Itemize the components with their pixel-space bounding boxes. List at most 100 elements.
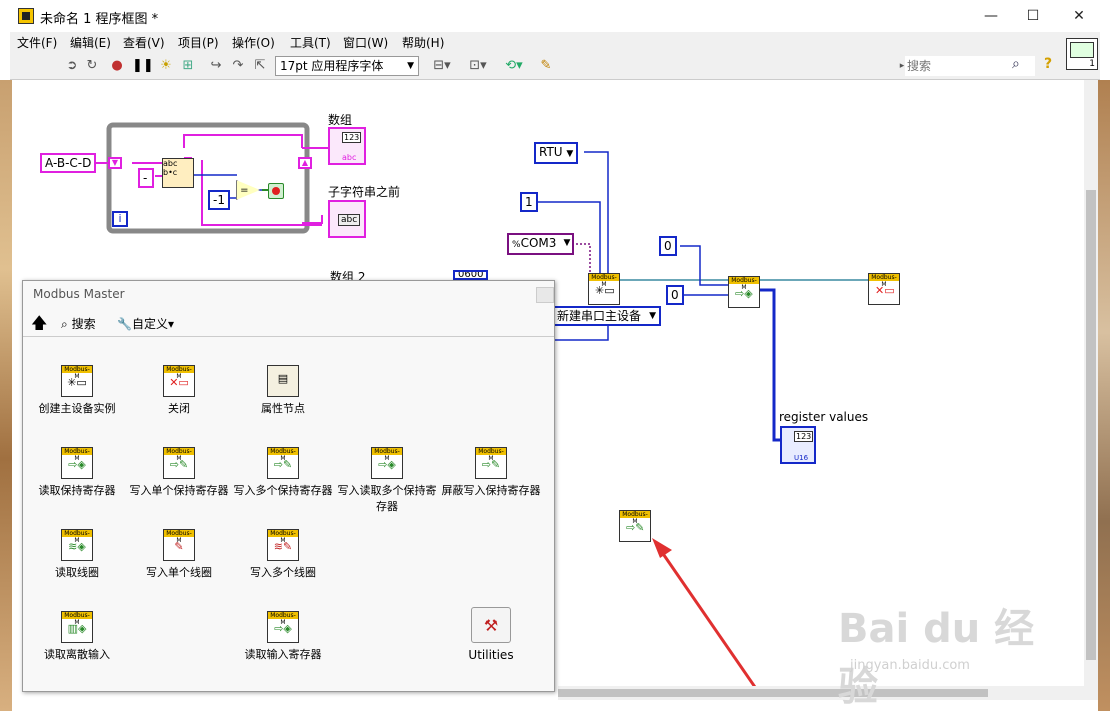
close-node[interactable]: Modbus-M ✕▭ — [868, 273, 900, 305]
palette-item-create-master[interactable]: Modbus-M✳▭ 创建主设备实例 — [25, 365, 129, 417]
palette-item-read-input-registers[interactable]: Modbus-M⇨◈ 读取输入寄存器 — [231, 611, 335, 663]
read-input-registers-icon: Modbus-M⇨◈ — [267, 611, 299, 643]
maximize-button[interactable]: ☐ — [1026, 8, 1040, 24]
stop-condition-icon[interactable] — [268, 183, 284, 199]
substring-indicator-value: abc — [338, 214, 361, 226]
menu-operate[interactable]: 操作(O) — [232, 36, 275, 50]
read-holding-registers-node[interactable]: Modbus-M ⇨◈ — [728, 276, 760, 308]
horizontal-scroll-thumb[interactable] — [558, 689, 988, 697]
icon-header: Modbus-M — [372, 448, 402, 462]
menu-project[interactable]: 项目(P) — [178, 36, 219, 50]
minimize-button[interactable]: — — [984, 8, 998, 24]
palette-item-utilities[interactable]: ⚒ Utilities — [439, 607, 543, 663]
shift-register-right-icon[interactable]: ▲ — [298, 157, 312, 169]
vi-connector-icon[interactable]: 1 — [1066, 38, 1098, 70]
node-header: Modbus-M — [729, 277, 759, 291]
menu-help[interactable]: 帮助(H) — [402, 36, 445, 50]
expand-arrow-icon[interactable]: ▸ — [899, 61, 905, 71]
run-continuous-icon[interactable]: ↻ — [86, 58, 98, 73]
align-objects-icon[interactable]: ⊟▾ — [433, 58, 451, 73]
vertical-scrollbar[interactable] — [1084, 80, 1098, 686]
palette-item-write-multiple-coils[interactable]: Modbus-M≋✎ 写入多个线圈 — [231, 529, 335, 581]
close-icon: Modbus-M✕▭ — [163, 365, 195, 397]
palette-item-write-multiple-holding[interactable]: Modbus-M⇨✎ 写入多个保持寄存器 — [231, 447, 335, 499]
desktop-background-right — [1098, 80, 1110, 711]
step-out-icon[interactable]: ⇱ — [254, 58, 266, 73]
palette-item-write-single-coil[interactable]: Modbus-M✎ 写入单个线圈 — [127, 529, 231, 581]
array-indicator-num: 123 — [342, 132, 362, 143]
palette-item-label: 关闭 — [168, 402, 190, 415]
retain-wire-values-icon[interactable]: ⊞ — [182, 58, 194, 73]
palette-item-read-discrete-inputs[interactable]: Modbus-M▥◈ 读取离散输入 — [25, 611, 129, 663]
highlight-execution-icon[interactable]: ☀ — [160, 58, 172, 73]
palette-item-write-read-multiple[interactable]: Modbus-M⇨◈ 写入读取多个保持寄存器 — [335, 447, 439, 515]
palette-item-label: 读取保持寄存器 — [38, 484, 116, 497]
search-icon[interactable]: ⌕ — [1012, 56, 1020, 72]
abort-icon[interactable]: ● — [111, 58, 123, 73]
palette-search-button[interactable]: ⌕ 搜索 — [61, 315, 96, 332]
mode-ring-value: RTU — [539, 145, 563, 159]
menu-file[interactable]: 文件(F) — [17, 36, 58, 50]
neg-one-constant[interactable]: -1 — [208, 190, 230, 210]
palette-close-button[interactable] — [536, 287, 554, 303]
palette-item-mask-write[interactable]: Modbus-M⇨✎ 屏蔽写入保持寄存器 — [439, 447, 543, 499]
reorder-icon[interactable]: ⟲▾ — [505, 58, 523, 73]
count-constant[interactable]: 0 — [666, 285, 684, 305]
close-button[interactable]: ✕ — [1073, 8, 1085, 24]
palette-item-close[interactable]: Modbus-M✕▭ 关闭 — [127, 365, 231, 417]
string-constant[interactable]: A-B-C-D — [40, 153, 97, 173]
pencil-icon: ≋✎ — [273, 540, 293, 553]
annotation-arrow — [655, 544, 757, 686]
chevron-down-icon: ▼ — [566, 149, 574, 159]
discrete-glyph-icon: ▥◈ — [67, 622, 87, 635]
icon-header: Modbus-M — [268, 612, 298, 626]
vertical-scroll-thumb[interactable] — [1086, 190, 1096, 660]
palette-item-label: 写入单个保持寄存器 — [129, 484, 229, 497]
register-values-indicator[interactable]: 123 U16 — [780, 426, 816, 464]
search-input[interactable] — [905, 56, 1035, 76]
mode-ring-constant[interactable]: RTU ▼ — [534, 142, 579, 164]
wrench-icon: 🔧 — [117, 317, 132, 331]
cleanup-diagram-icon[interactable]: ✎ — [540, 58, 552, 73]
palette-customize-button[interactable]: 🔧自定义▾ — [117, 315, 174, 332]
palette-item-label: 写入读取多个保持寄存器 — [337, 484, 437, 513]
create-glyph-icon: ✳▭ — [67, 376, 87, 389]
palette-item-read-coils[interactable]: Modbus-M≋◈ 读取线圈 — [25, 529, 129, 581]
run-arrow-icon[interactable]: ➲ — [66, 58, 78, 73]
menu-view[interactable]: 查看(V) — [123, 36, 165, 50]
palette-item-property-node[interactable]: ▤ 属性节点 — [231, 365, 335, 417]
help-icon[interactable]: ? — [1044, 56, 1053, 72]
start-address-constant[interactable]: 0 — [659, 236, 677, 256]
palette-item-write-single-holding[interactable]: Modbus-M⇨✎ 写入单个保持寄存器 — [127, 447, 231, 499]
menu-edit[interactable]: 编辑(E) — [70, 36, 111, 50]
substring-indicator[interactable]: abc — [328, 200, 366, 238]
pause-icon[interactable]: ❚❚ — [132, 58, 154, 73]
slave-id-constant[interactable]: 1 — [520, 192, 538, 212]
slave-id-wire — [536, 201, 601, 275]
palette-divider — [23, 336, 554, 337]
menu-window[interactable]: 窗口(W) — [343, 36, 389, 50]
step-over-icon[interactable]: ↷ — [232, 58, 244, 73]
menu-tools[interactable]: 工具(T) — [290, 36, 331, 50]
create-master-node[interactable]: Modbus-M ✳▭ — [588, 273, 620, 305]
delimiter-constant[interactable]: - — [138, 168, 154, 188]
array-indicator[interactable]: 123 abc — [328, 127, 366, 165]
write-single-holding-icon: Modbus-M⇨✎ — [163, 447, 195, 479]
distribute-objects-icon[interactable]: ⊡▾ — [469, 58, 487, 73]
placed-write-register-node[interactable]: Modbus-M ⇨✎ — [619, 510, 651, 542]
horizontal-scrollbar[interactable] — [558, 686, 1098, 700]
visa-resource-constant[interactable]: %COM3 ▼ — [507, 233, 575, 255]
up-arrow-icon[interactable]: 🡅 — [31, 313, 48, 332]
tools-glyph-icon: ⚒ — [483, 616, 499, 635]
serial-type-ring[interactable]: 新建串口主设备 ▼ — [552, 306, 662, 326]
step-into-icon[interactable]: ↪ — [210, 58, 222, 73]
read-glyph-icon: ⇨◈ — [274, 622, 292, 635]
shift-register-left-icon[interactable]: ▼ — [108, 157, 122, 169]
write-multiple-holding-icon: Modbus-M⇨✎ — [267, 447, 299, 479]
palette-item-read-holding[interactable]: Modbus-M⇨◈ 读取保持寄存器 — [25, 447, 129, 499]
visa-wire — [568, 243, 591, 275]
icon-header: Modbus-M — [268, 530, 298, 544]
hidden-constant[interactable]: 0600 — [453, 270, 489, 280]
font-select[interactable]: 17pt 应用程序字体 ▼ — [275, 56, 419, 76]
